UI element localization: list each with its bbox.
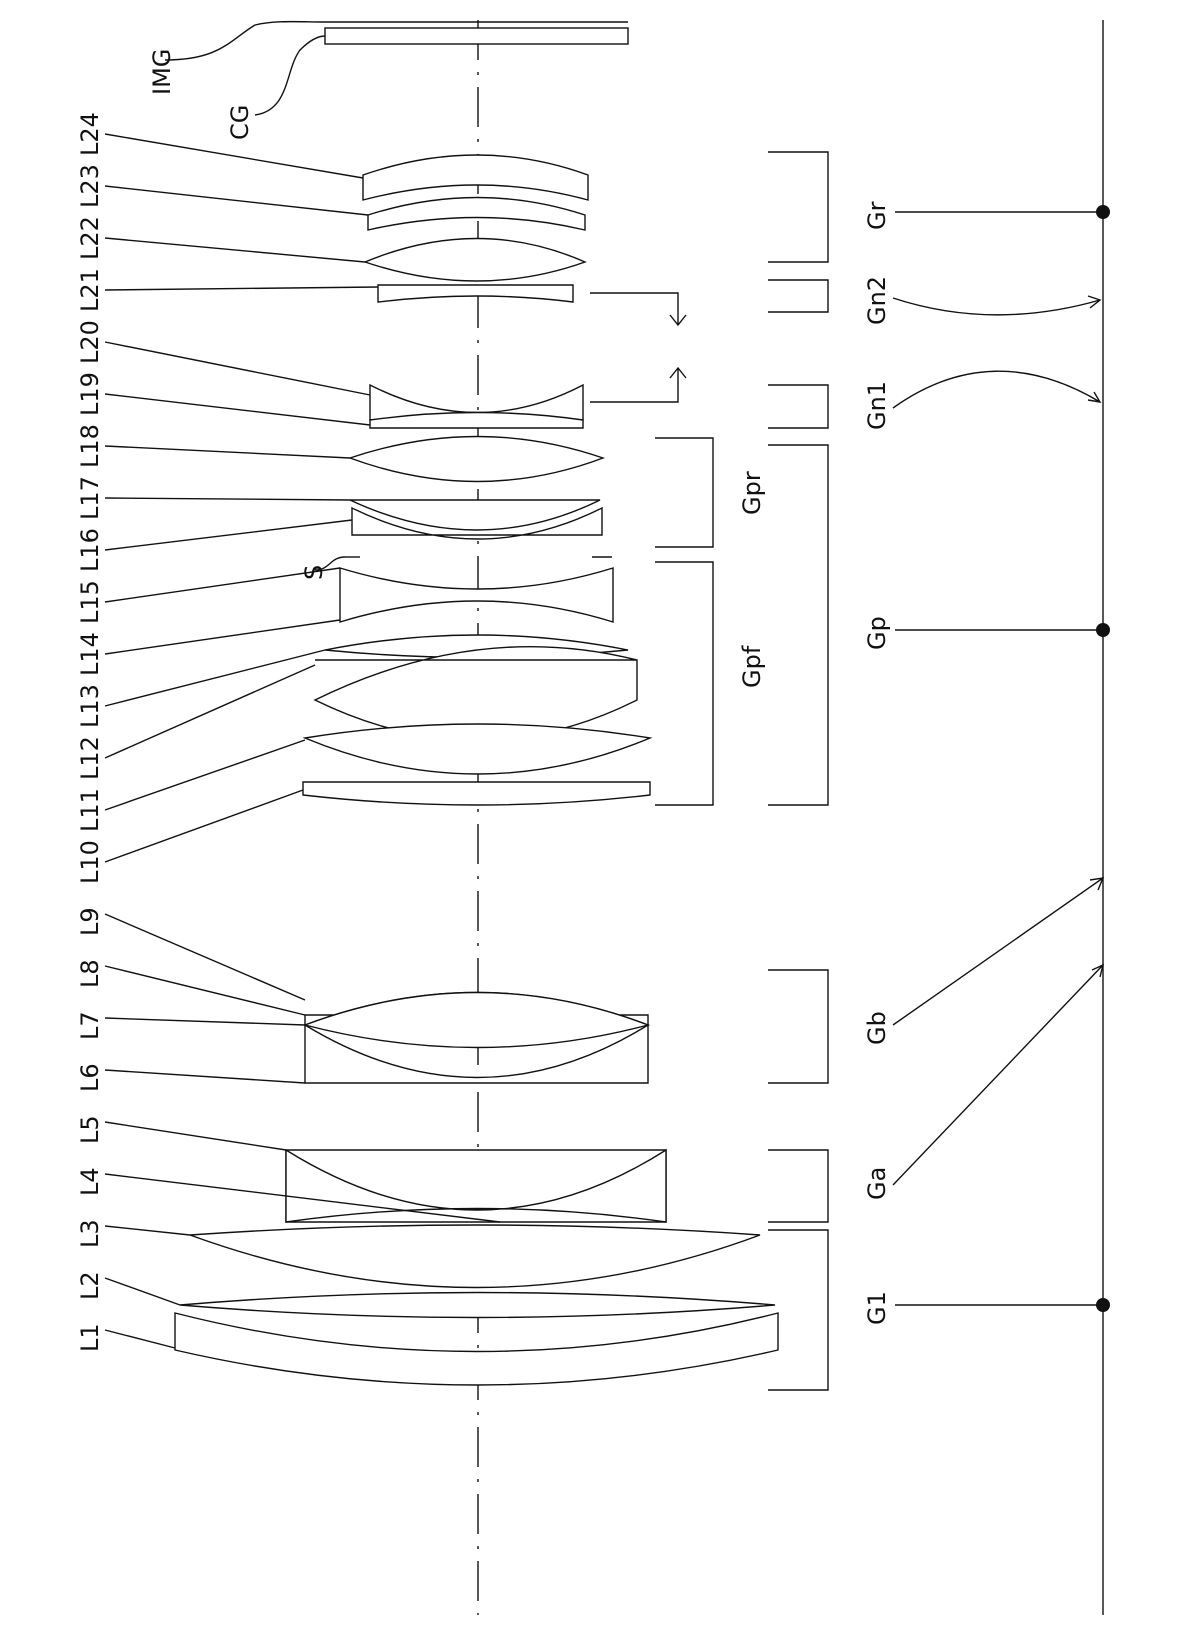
lens-l19	[369, 411, 584, 429]
bracket-ga	[768, 1149, 829, 1223]
leader-l15	[104, 567, 341, 603]
group-label-gb: Gb	[863, 1011, 891, 1045]
ga-move-line	[892, 963, 1105, 1186]
bracket-g1	[768, 1229, 829, 1391]
img-label: IMG	[148, 49, 176, 95]
lens-l24	[362, 154, 589, 201]
group-label-gr: Gr	[863, 201, 891, 230]
leader-l22	[104, 237, 366, 263]
leader-l3	[104, 1225, 191, 1236]
lens-label-l4: L4	[76, 1167, 104, 1196]
leader-l2	[104, 1277, 181, 1306]
group-label-gp: Gp	[863, 616, 891, 650]
lens-l21	[377, 284, 574, 303]
group-label-g1: G1	[863, 1291, 891, 1325]
leader-l4	[104, 1173, 501, 1223]
lens-l18	[347, 435, 606, 483]
leader-l14	[104, 619, 341, 655]
group-label-gn1: Gn1	[863, 381, 891, 430]
leader-l12	[104, 664, 316, 759]
bracket-gp	[768, 444, 829, 806]
lens-label-l8: L8	[76, 959, 104, 988]
lens-l11	[302, 781, 651, 806]
lens-label-column: L1 L2 L3 L4 L5 L6 L7 L8 L9 L10 L11 L12 L13 L14 L15 L16 L…	[76, 112, 501, 1352]
leader-l23	[104, 185, 369, 216]
lens-label-l23: L23	[76, 164, 104, 208]
gb-move-line	[892, 877, 1105, 1026]
leader-l16	[104, 519, 353, 551]
lens-l23	[367, 196, 586, 231]
lens-label-l20: L20	[76, 320, 104, 364]
group-label-gpf: Gpf	[738, 645, 766, 688]
leader-l24	[104, 133, 364, 179]
leader-l10	[104, 789, 304, 863]
lens-label-l16: L16	[76, 528, 104, 572]
leader-l9	[104, 913, 306, 1001]
group-label-ga: Ga	[863, 1167, 891, 1200]
group-label-gn2: Gn2	[863, 276, 891, 325]
lens-label-l1: L1	[76, 1323, 104, 1352]
leader-l7	[104, 1017, 306, 1026]
lens-l20	[369, 383, 584, 421]
lens-label-l9: L9	[76, 907, 104, 936]
lens-label-l7: L7	[76, 1011, 104, 1040]
lens-l3	[189, 1224, 761, 1289]
lens-label-l22: L22	[76, 216, 104, 260]
leader-l8	[104, 965, 306, 1016]
lens-l5	[285, 1148, 667, 1223]
leader-l6	[104, 1069, 306, 1084]
lens-l7	[304, 1023, 649, 1084]
lens-label-l14: L14	[76, 632, 104, 676]
lens-label-l6: L6	[76, 1063, 104, 1092]
lens-l22	[363, 237, 587, 282]
img-leader	[164, 20, 326, 61]
lens-l1	[174, 1312, 779, 1386]
lens-label-l18: L18	[76, 424, 104, 468]
group-label-gpr: Gpr	[738, 471, 766, 515]
bracket-gb	[768, 969, 829, 1084]
leader-l21	[104, 286, 379, 291]
lens-label-l19: L19	[76, 372, 104, 416]
leader-l18	[104, 445, 351, 459]
lens-l12	[302, 723, 653, 775]
gn1-move-curve	[892, 370, 1102, 409]
gn2-move-curve	[892, 295, 1102, 316]
leader-l19	[104, 393, 371, 426]
lens-l15	[339, 567, 614, 623]
lens-label-l17: L17	[76, 476, 104, 520]
bracket-gn2	[768, 279, 829, 313]
cg-label: CG	[226, 105, 254, 140]
leader-l13	[104, 649, 326, 707]
lens-label-l2: L2	[76, 1271, 104, 1300]
gn2-focus-arrow	[590, 292, 687, 327]
leader-l5	[104, 1121, 287, 1151]
bracket-gpr	[655, 437, 714, 548]
lens-label-l24: L24	[76, 112, 104, 156]
lens-label-l13: L13	[76, 684, 104, 728]
lens-l2	[179, 1291, 776, 1319]
stop-leader	[314, 556, 346, 571]
bracket-gr	[768, 151, 829, 263]
leader-l17	[104, 497, 351, 501]
lens-label-l10: L10	[76, 840, 104, 884]
lens-label-l5: L5	[76, 1115, 104, 1144]
lens-l16a	[351, 506, 603, 540]
cg-leader	[254, 35, 326, 116]
lens-label-l21: L21	[76, 268, 104, 312]
bracket-gn1	[768, 384, 829, 429]
gn1-focus-arrow	[590, 366, 687, 403]
bracket-gpf	[655, 561, 714, 806]
lens-l17	[349, 499, 601, 531]
lens-label-l15: L15	[76, 580, 104, 624]
leader-l20	[104, 341, 371, 396]
lens-label-l12: L12	[76, 736, 104, 780]
leader-l11	[104, 739, 306, 811]
cover-glass	[324, 27, 629, 45]
lens-label-l3: L3	[76, 1219, 104, 1248]
lens-label-l11: L11	[76, 788, 104, 832]
lens-l8	[302, 991, 651, 1049]
leader-l1	[104, 1329, 176, 1349]
